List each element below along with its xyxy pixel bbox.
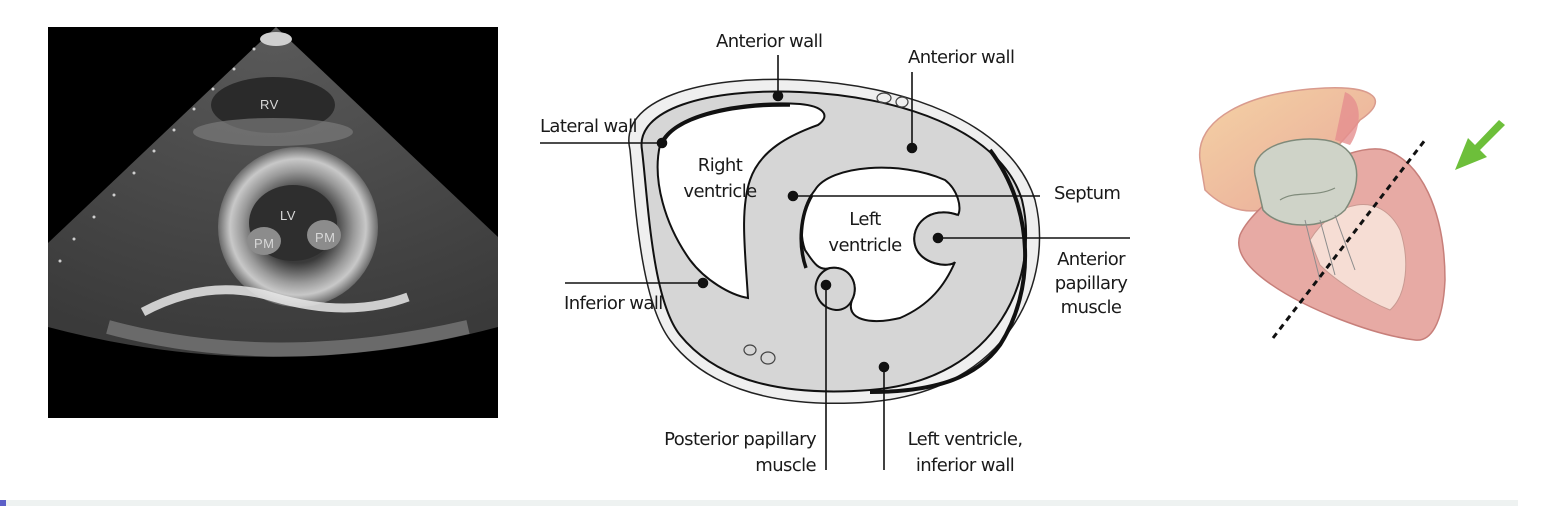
us-label-lv: LV — [280, 208, 296, 223]
heart-valve — [1253, 138, 1358, 226]
us-label-pm-left: PM — [254, 236, 275, 251]
label-anterior-papillary-line2: papillary — [1054, 273, 1128, 294]
label-lateral-wall: Lateral wall — [540, 116, 638, 137]
us-label-rv: RV — [260, 97, 279, 112]
ultrasound-image: RV LV PM PM — [48, 27, 498, 418]
left-ventricle-cavity — [800, 166, 961, 322]
label-anterior-papillary-line1: Anterior — [1057, 249, 1125, 270]
label-left-ventricle-line1: Left — [849, 209, 881, 230]
label-posterior-papillary-muscle: Posterior papillary muscle — [640, 427, 816, 479]
label-lv-inferior-line1: Left ventricle, — [907, 429, 1023, 450]
leader-lines — [540, 55, 1130, 470]
label-left-ventricle-line2: ventricle — [828, 235, 902, 256]
pm-echo-left — [247, 227, 281, 255]
rv-chamber — [211, 77, 335, 133]
posterior-papillary-muscle — [814, 266, 856, 311]
label-right-ventricle-line2: ventricle — [683, 181, 757, 202]
depth-markers — [58, 47, 256, 263]
label-left-ventricle: Left ventricle — [820, 207, 910, 259]
label-lv-inferior-wall: Left ventricle, inferior wall — [895, 427, 1035, 479]
label-anterior-wall-2: Anterior wall — [908, 47, 1015, 68]
label-inferior-wall: Inferior wall — [564, 293, 663, 314]
label-posterior-papillary-line2: muscle — [755, 455, 816, 476]
pm-echo-right — [307, 220, 341, 250]
label-posterior-papillary-line1: Posterior papillary — [664, 429, 816, 450]
label-lv-inferior-line2: inferior wall — [915, 455, 1015, 476]
heart-cavity — [1309, 204, 1407, 311]
label-anterior-papillary-muscle: Anterior papillary muscle — [1046, 248, 1136, 320]
us-label-pm-right: PM — [315, 230, 336, 245]
bottom-bar — [0, 500, 1518, 506]
label-right-ventricle-line1: Right — [697, 155, 743, 176]
label-right-ventricle: Right ventricle — [675, 153, 765, 205]
view-direction-arrow-icon — [1455, 120, 1505, 170]
label-anterior-wall-1: Anterior wall — [716, 31, 823, 52]
bottom-bar-accent — [0, 500, 6, 506]
coronary-vessels — [743, 92, 909, 365]
label-anterior-papillary-line3: muscle — [1060, 297, 1122, 318]
label-septum: Septum — [1054, 183, 1121, 204]
ultrasound-scan — [48, 27, 498, 357]
imaging-plane-line — [1271, 139, 1427, 339]
heart-orientation-illustration — [1199, 87, 1505, 341]
